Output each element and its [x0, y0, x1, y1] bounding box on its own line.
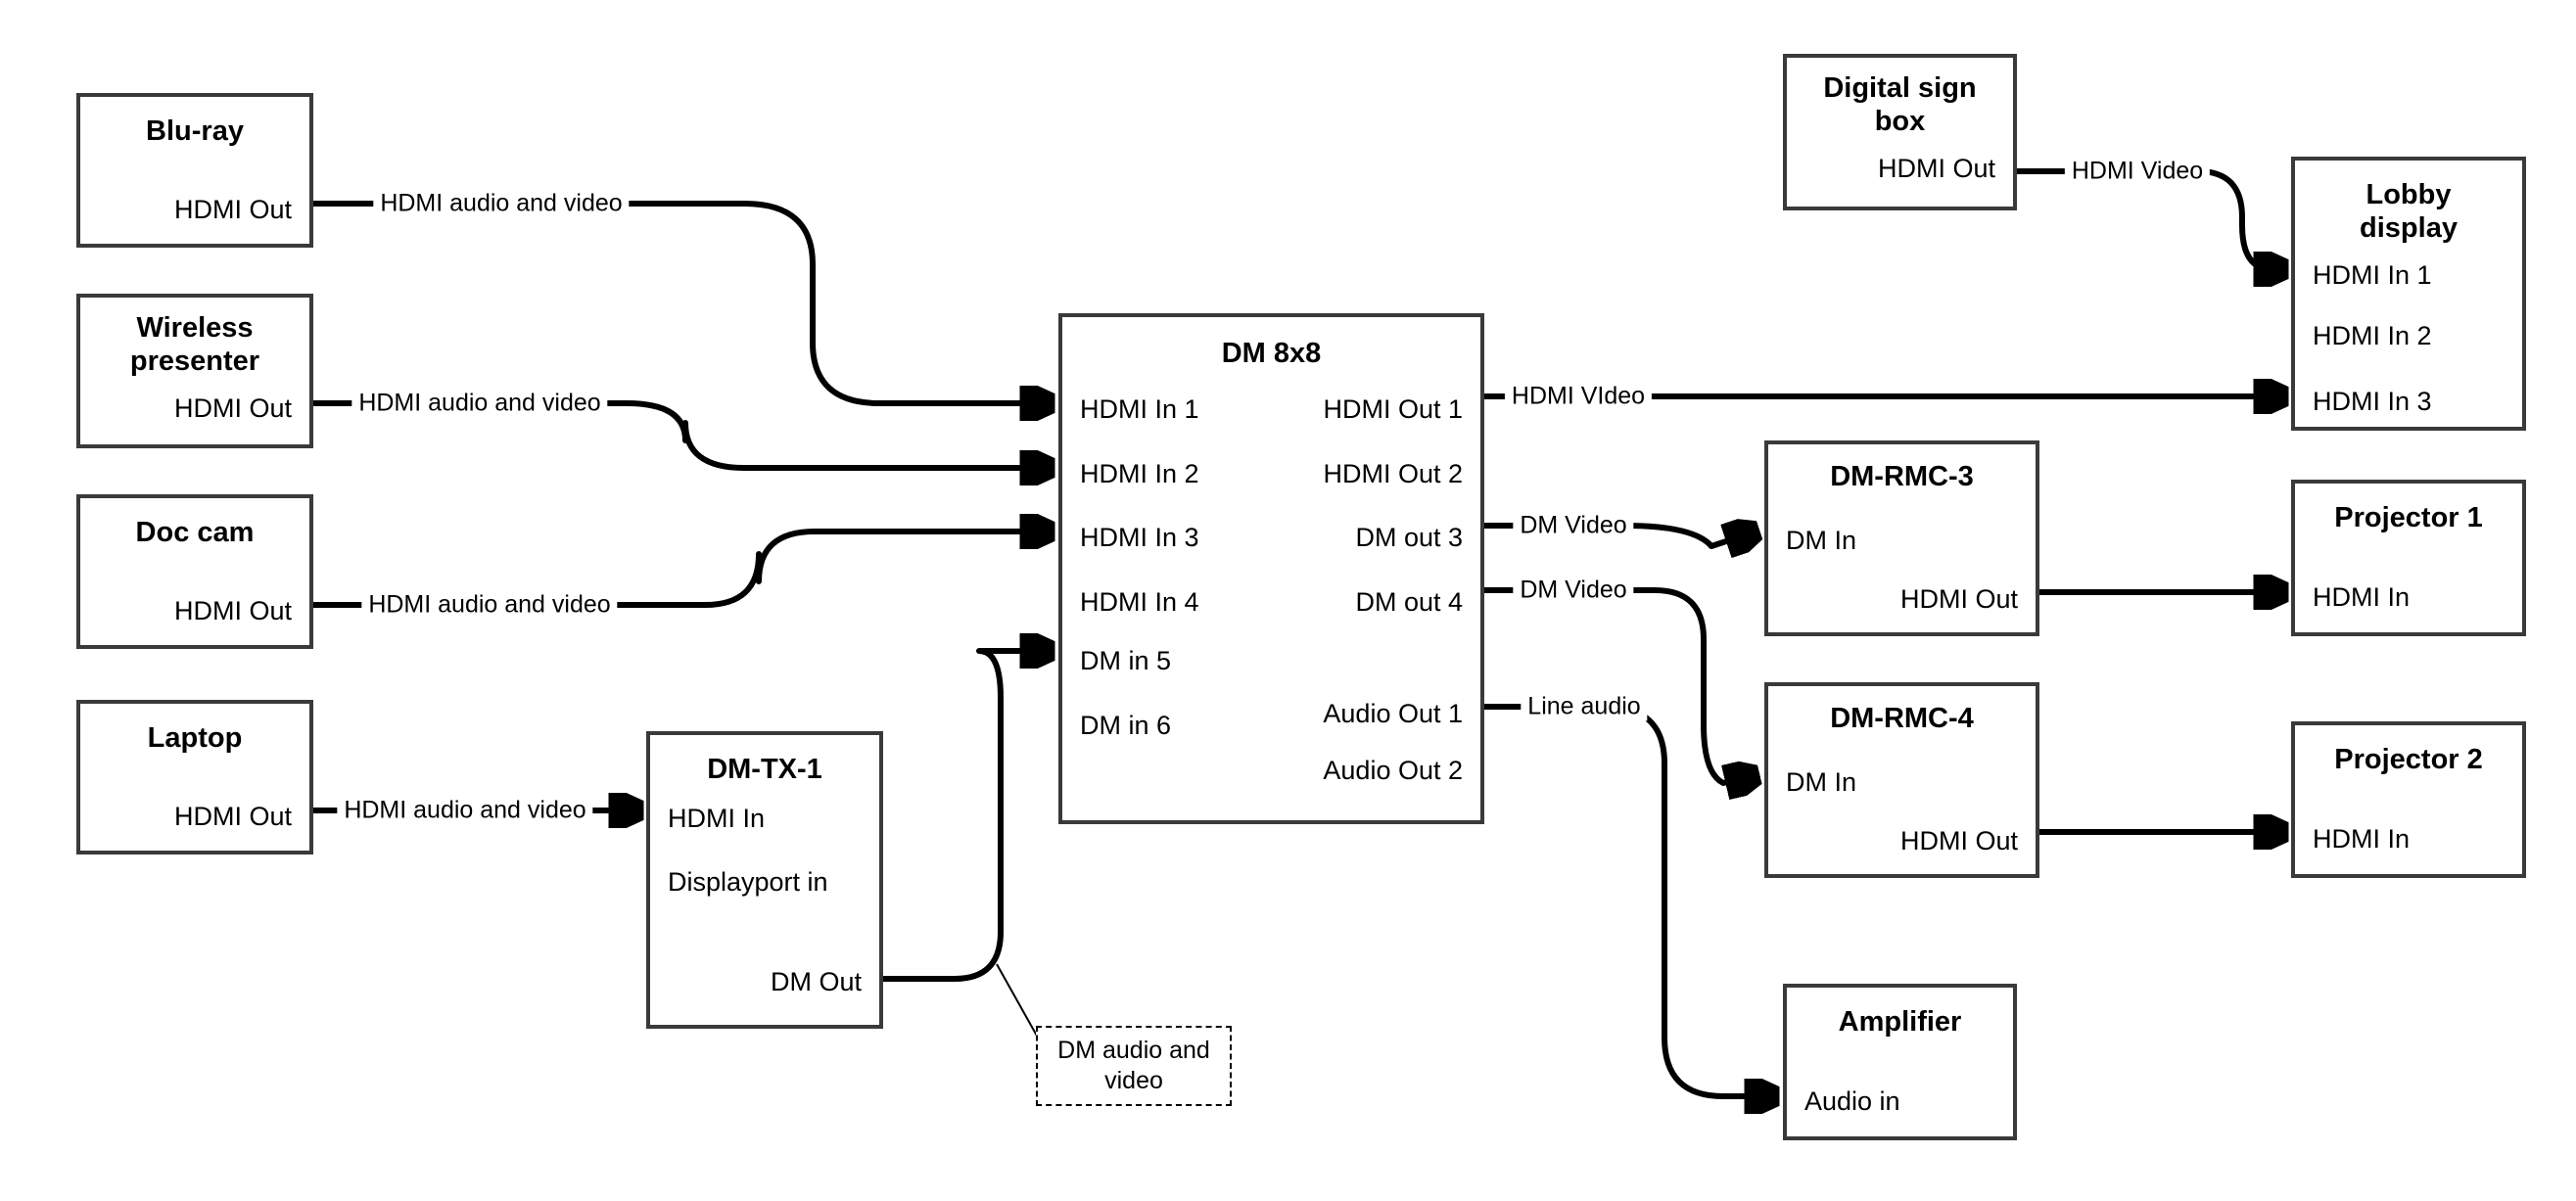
- edge-label-wireless-to-dm: HDMI audio and video: [351, 389, 608, 418]
- device-bluray-title: Blu-ray: [146, 115, 244, 147]
- device-amplifier-title: Amplifier: [1838, 1006, 1962, 1038]
- port-bluray-hdmi-out: HDMI Out: [173, 195, 292, 224]
- port-dm8x8-hdmi-in-2: HDMI In 2: [1080, 459, 1199, 488]
- edge-label-dm-hdmiout1-to-lobby: HDMI VIdeo: [1504, 382, 1653, 411]
- edge-label-laptop-to-dmtx1: HDMI audio and video: [337, 796, 593, 825]
- device-wireless-presenter[interactable]: Wireless presenter HDMI Out: [76, 294, 313, 448]
- port-dm8x8-dm-out-3: DM out 3: [1355, 523, 1463, 552]
- port-dm8x8-audio-out-1: Audio Out 1: [1323, 699, 1463, 728]
- port-wireless-hdmi-out: HDMI Out: [173, 393, 292, 423]
- wire-dm-dmout4-to-rmc4-dm-in: [1484, 587, 1753, 783]
- port-dmrmc3-dm-in: DM In: [1786, 526, 1857, 555]
- port-dm8x8-hdmi-in-4: HDMI In 4: [1080, 587, 1199, 617]
- device-dm-rmc-3-title: DM-RMC-3: [1830, 461, 1974, 492]
- port-dmtx1-hdmi-in: HDMI In: [668, 804, 766, 833]
- port-lobby-hdmi-in-3: HDMI In 3: [2313, 387, 2432, 416]
- wire-doccam-to-dm-hdmi-in-3: [313, 531, 1048, 608]
- device-projector-2[interactable]: Projector 2 HDMI In: [2291, 721, 2526, 878]
- port-dm8x8-audio-out-2: Audio Out 2: [1323, 756, 1463, 785]
- device-dm-tx-1[interactable]: DM-TX-1 HDMI In Displayport in DM Out: [646, 731, 883, 1029]
- device-digital-sign-box-title: Digital sign box: [1823, 72, 1977, 138]
- port-dmtx1-dm-out: DM Out: [770, 967, 862, 996]
- device-dm-rmc-4[interactable]: DM-RMC-4 DM In HDMI Out: [1764, 682, 2039, 878]
- edge-label-digitalsign-to-lobby: HDMI Video: [2064, 157, 2211, 186]
- port-dm8x8-dm-in-6: DM in 6: [1080, 711, 1172, 740]
- wire-bluray-to-dm-hdmi-in-1: [313, 201, 1048, 403]
- port-dm8x8-hdmi-in-1: HDMI In 1: [1080, 394, 1199, 424]
- device-dm-rmc-3[interactable]: DM-RMC-3 DM In HDMI Out: [1764, 440, 2039, 636]
- device-doc-cam[interactable]: Doc cam HDMI Out: [76, 494, 313, 649]
- device-laptop[interactable]: Laptop HDMI Out: [76, 700, 313, 855]
- port-dm8x8-hdmi-out-1: HDMI Out 1: [1323, 394, 1463, 424]
- port-doccam-hdmi-out: HDMI Out: [173, 596, 292, 625]
- device-digital-sign-box[interactable]: Digital sign box HDMI Out: [1783, 54, 2017, 210]
- port-laptop-hdmi-out: HDMI Out: [173, 802, 292, 831]
- device-dm-rmc-4-title: DM-RMC-4: [1830, 703, 1974, 734]
- wire-digitalsign-to-lobby-hdmi-in-1: [2017, 168, 2281, 269]
- port-dm8x8-dm-in-5: DM in 5: [1080, 646, 1172, 675]
- device-projector-1[interactable]: Projector 1 HDMI In: [2291, 480, 2526, 636]
- wire-wireless-to-dm-hdmi-in-2: [313, 400, 1048, 468]
- edge-label-dm-dmout4-to-rmc4: DM Video: [1513, 576, 1634, 605]
- device-doc-cam-title: Doc cam: [135, 517, 255, 548]
- port-projector2-hdmi-in: HDMI In: [2313, 824, 2411, 854]
- port-dm8x8-hdmi-out-2: HDMI Out 2: [1323, 459, 1463, 488]
- wire-dmtx1-to-dm-in-5: [883, 651, 1048, 982]
- device-projector-2-title: Projector 2: [2334, 744, 2483, 775]
- port-digitalsign-hdmi-out: HDMI Out: [1877, 154, 1995, 183]
- port-lobby-hdmi-in-2: HDMI In 2: [2313, 321, 2432, 350]
- device-bluray[interactable]: Blu-ray HDMI Out: [76, 93, 313, 248]
- port-lobby-hdmi-in-1: HDMI In 1: [2313, 260, 2432, 290]
- edge-label-doccam-to-dm: HDMI audio and video: [361, 590, 618, 620]
- leader-line-dm-audio-video-label: [996, 963, 1039, 1039]
- port-dm8x8-dm-out-4: DM out 4: [1355, 587, 1463, 617]
- edge-label-bluray-to-dm: HDMI audio and video: [373, 189, 630, 218]
- device-laptop-title: Laptop: [147, 722, 243, 754]
- port-projector1-hdmi-in: HDMI In: [2313, 582, 2411, 612]
- edge-label-dm-dmout3-to-rmc3: DM Video: [1513, 511, 1634, 540]
- port-dmrmc3-hdmi-out: HDMI Out: [1899, 584, 2018, 614]
- port-dm8x8-hdmi-in-3: HDMI In 3: [1080, 523, 1199, 552]
- edge-label-dm-audioout1-to-amplifier: Line audio: [1521, 692, 1648, 721]
- wire-dm-audioout1-to-amplifier: [1484, 704, 1772, 1096]
- device-lobby-display-title: Lobby display: [2360, 179, 2458, 245]
- device-dm-8x8-title: DM 8x8: [1221, 338, 1322, 369]
- port-dmrmc4-hdmi-out: HDMI Out: [1899, 826, 2018, 855]
- device-amplifier[interactable]: Amplifier Audio in: [1783, 984, 2017, 1140]
- annotation-dm-audio-and-video: DM audio and video: [1036, 1026, 1232, 1106]
- device-dm-8x8[interactable]: DM 8x8 HDMI In 1 HDMI In 2 HDMI In 3 HDM…: [1058, 313, 1484, 824]
- device-wireless-presenter-title: Wireless presenter: [129, 312, 260, 378]
- device-projector-1-title: Projector 1: [2334, 502, 2483, 533]
- port-amplifier-audio-in: Audio in: [1804, 1086, 1900, 1116]
- device-lobby-display[interactable]: Lobby display HDMI In 1 HDMI In 2 HDMI I…: [2291, 157, 2526, 431]
- port-dmtx1-displayport-in: Displayport in: [668, 867, 828, 897]
- device-dm-tx-1-title: DM-TX-1: [707, 754, 822, 785]
- port-dmrmc4-dm-in: DM In: [1786, 767, 1857, 797]
